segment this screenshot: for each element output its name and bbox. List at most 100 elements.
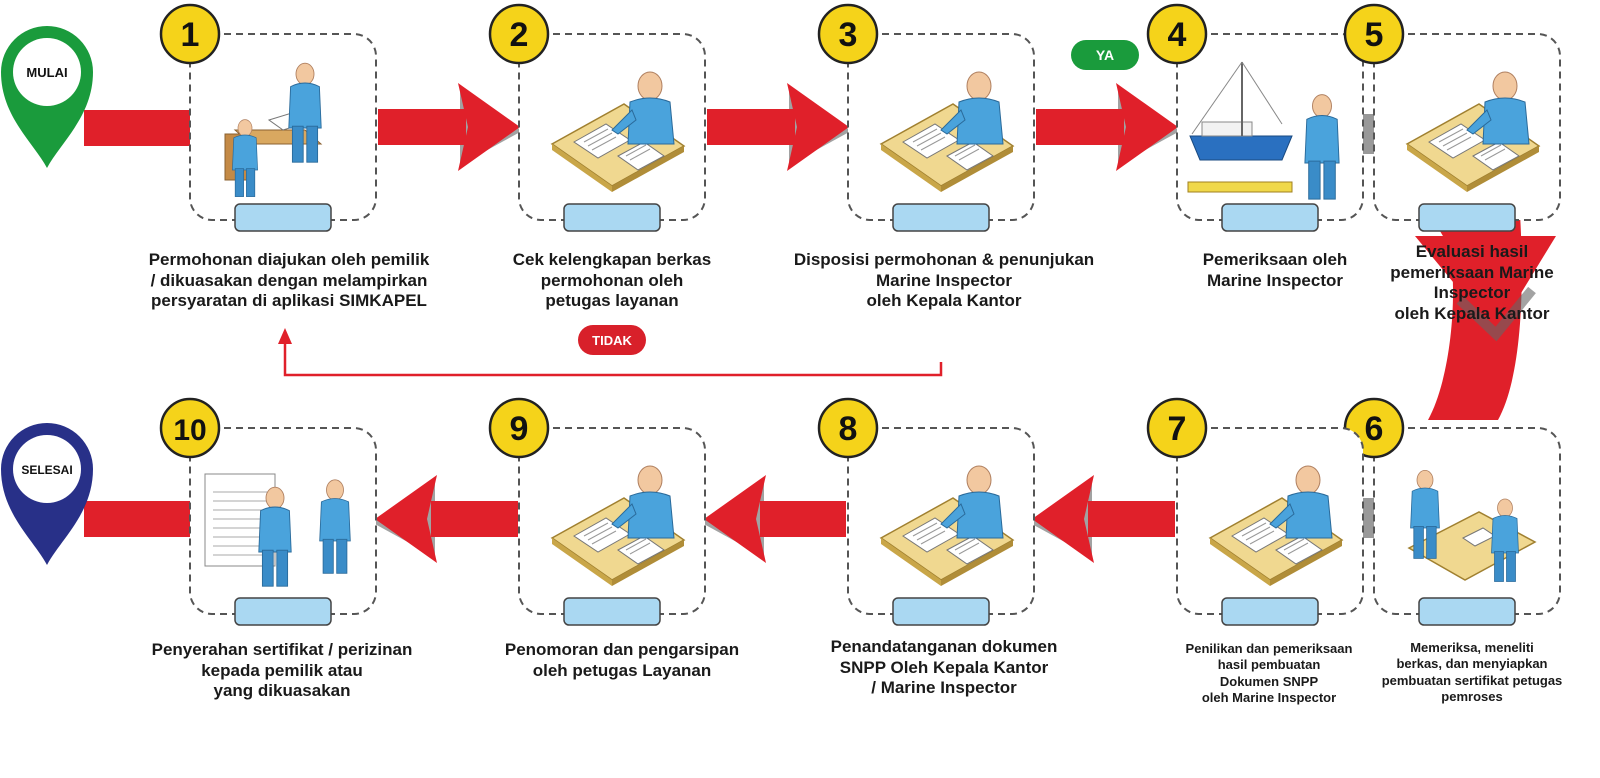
arrow-5-to-6	[1415, 214, 1556, 420]
svg-text:5: 5	[1365, 16, 1384, 54]
svg-text:7: 7	[1168, 410, 1187, 448]
end-connector	[84, 501, 192, 537]
step-10-box: 10	[159, 397, 377, 626]
step-2-box: 2	[488, 3, 706, 232]
two-officers-handover-icon	[1407, 469, 1537, 582]
start-pin: MULAI	[1, 26, 93, 168]
svg-text:1: 1	[181, 16, 200, 54]
step-7-label-tab	[1221, 597, 1319, 626]
step-1-caption-line: / dikuasakan dengan melampirkan	[150, 270, 428, 290]
arrow-3-to-4	[1036, 83, 1180, 171]
svg-text:3: 3	[839, 16, 858, 54]
yes-badge: YA	[1071, 40, 1139, 70]
step-1-number: 1	[159, 3, 221, 65]
svg-text:4: 4	[1168, 16, 1187, 54]
svg-text:9: 9	[510, 410, 529, 448]
step-1-caption: Permohonan diajukan oleh pemilik/ dikuas…	[124, 250, 454, 312]
certificate-handover-icon	[204, 473, 351, 587]
step-3-number: 3	[817, 3, 879, 65]
svg-text:10: 10	[173, 414, 206, 447]
step-9-label-tab	[563, 597, 661, 626]
step-2-caption-line: Cek kelengkapan berkas	[512, 250, 712, 269]
step-5-box: 5	[1343, 3, 1561, 232]
step-9-caption-line: Penomoran dan pengarsipan	[504, 640, 740, 659]
step-3-caption-line: oleh Kepala Kantor	[866, 291, 1022, 311]
tidak-feedback-loop	[278, 328, 943, 377]
step-8-caption-line: / Marine Inspector	[871, 678, 1017, 698]
step-6-box: 6	[1343, 397, 1561, 626]
svg-text:8: 8	[839, 410, 858, 448]
yes-label: YA	[1096, 47, 1114, 63]
step-3-caption-line: Marine Inspector	[875, 270, 1013, 290]
step-8-label-tab	[892, 597, 990, 626]
step-2-number: 2	[488, 3, 550, 65]
step-10-caption-line: kepada pemilik atau	[201, 660, 363, 680]
step-1-caption-line: persyaratan di aplikasi SIMKAPEL	[151, 291, 427, 311]
step-8-box: 8	[817, 397, 1035, 626]
step-4-caption-line: Marine Inspector	[1206, 270, 1344, 290]
step-4-box: 4	[1146, 3, 1364, 232]
no-label: TIDAK	[592, 333, 632, 348]
step-2-caption-line: permohonan oleh	[540, 270, 684, 290]
step-3-label-tab	[892, 203, 990, 232]
step-2-caption-line: petugas layanan	[545, 291, 679, 311]
step-4-number: 4	[1146, 3, 1208, 65]
start-connector	[84, 110, 192, 146]
arrow-8-to-9	[702, 475, 846, 563]
step-10-label-tab	[234, 597, 332, 626]
step-5-caption-line: Evaluasi hasil	[1415, 242, 1529, 261]
step-7-caption-line: Penilikan dan pemeriksaan	[1185, 641, 1353, 656]
step-6-caption-line: pemroses	[1441, 688, 1503, 704]
step-6-label-tab	[1418, 597, 1516, 626]
start-label: MULAI	[26, 65, 67, 80]
arrow-7-to-8	[1030, 475, 1175, 563]
end-label: SELESAI	[21, 463, 72, 477]
step-6-caption-line: pembuatan sertifikat petugas	[1381, 672, 1563, 688]
step-5-number: 5	[1343, 3, 1405, 65]
end-pin: SELESAI	[1, 423, 93, 565]
step-10-caption-line: Penyerahan sertifikat / perizinan	[151, 640, 413, 659]
step-7-box: 7	[1146, 397, 1364, 626]
svg-text:6: 6	[1365, 410, 1384, 448]
step-9-caption-line: oleh petugas Layanan	[532, 660, 712, 680]
step-7-caption-line: hasil pembuatan	[1217, 657, 1321, 673]
step-7-caption-line: oleh Marine Inspector	[1201, 689, 1337, 705]
applicant-at-desk-icon	[224, 62, 323, 197]
step-10-caption-line: yang dikuasakan	[213, 681, 351, 701]
step-1-caption-line: Permohonan diajukan oleh pemilik	[148, 250, 430, 269]
step-6-caption-line: berkas, dan menyiapkan	[1396, 656, 1548, 672]
step-8-caption-line: SNPP Oleh Kepala Kantor	[839, 657, 1049, 677]
step-8-number: 8	[817, 397, 879, 459]
step-8-caption-line: Penandatanganan dokumen	[830, 637, 1058, 656]
svg-text:2: 2	[510, 16, 529, 54]
step-5-label-tab	[1418, 203, 1516, 232]
step-3-caption-line: Disposisi permohonan & penunjukan	[793, 250, 1095, 269]
step-9-box: 9	[488, 397, 706, 626]
no-badge: TIDAK	[578, 325, 646, 355]
arrow-1-to-2	[378, 83, 522, 171]
step-1-box: 1	[159, 3, 377, 232]
step-4-caption-line: Pemeriksaan oleh	[1202, 250, 1348, 269]
step-4-label-tab	[1221, 203, 1319, 232]
step-3-box: 3	[817, 3, 1035, 232]
step-10-number: 10	[159, 397, 221, 459]
step-5-caption-line: pemeriksaan Marine	[1390, 262, 1554, 282]
step-7-number: 7	[1146, 397, 1208, 459]
arrow-9-to-10	[373, 475, 518, 563]
step-5-caption-line: Inspector	[1433, 283, 1511, 303]
step-5-caption-line: oleh Kepala Kantor	[1394, 304, 1550, 324]
ship-inspection-icon	[1187, 61, 1340, 200]
step-7-caption-line: Dokumen SNPP	[1219, 673, 1319, 689]
step-9-number: 9	[488, 397, 550, 459]
step-2-label-tab	[563, 203, 661, 232]
